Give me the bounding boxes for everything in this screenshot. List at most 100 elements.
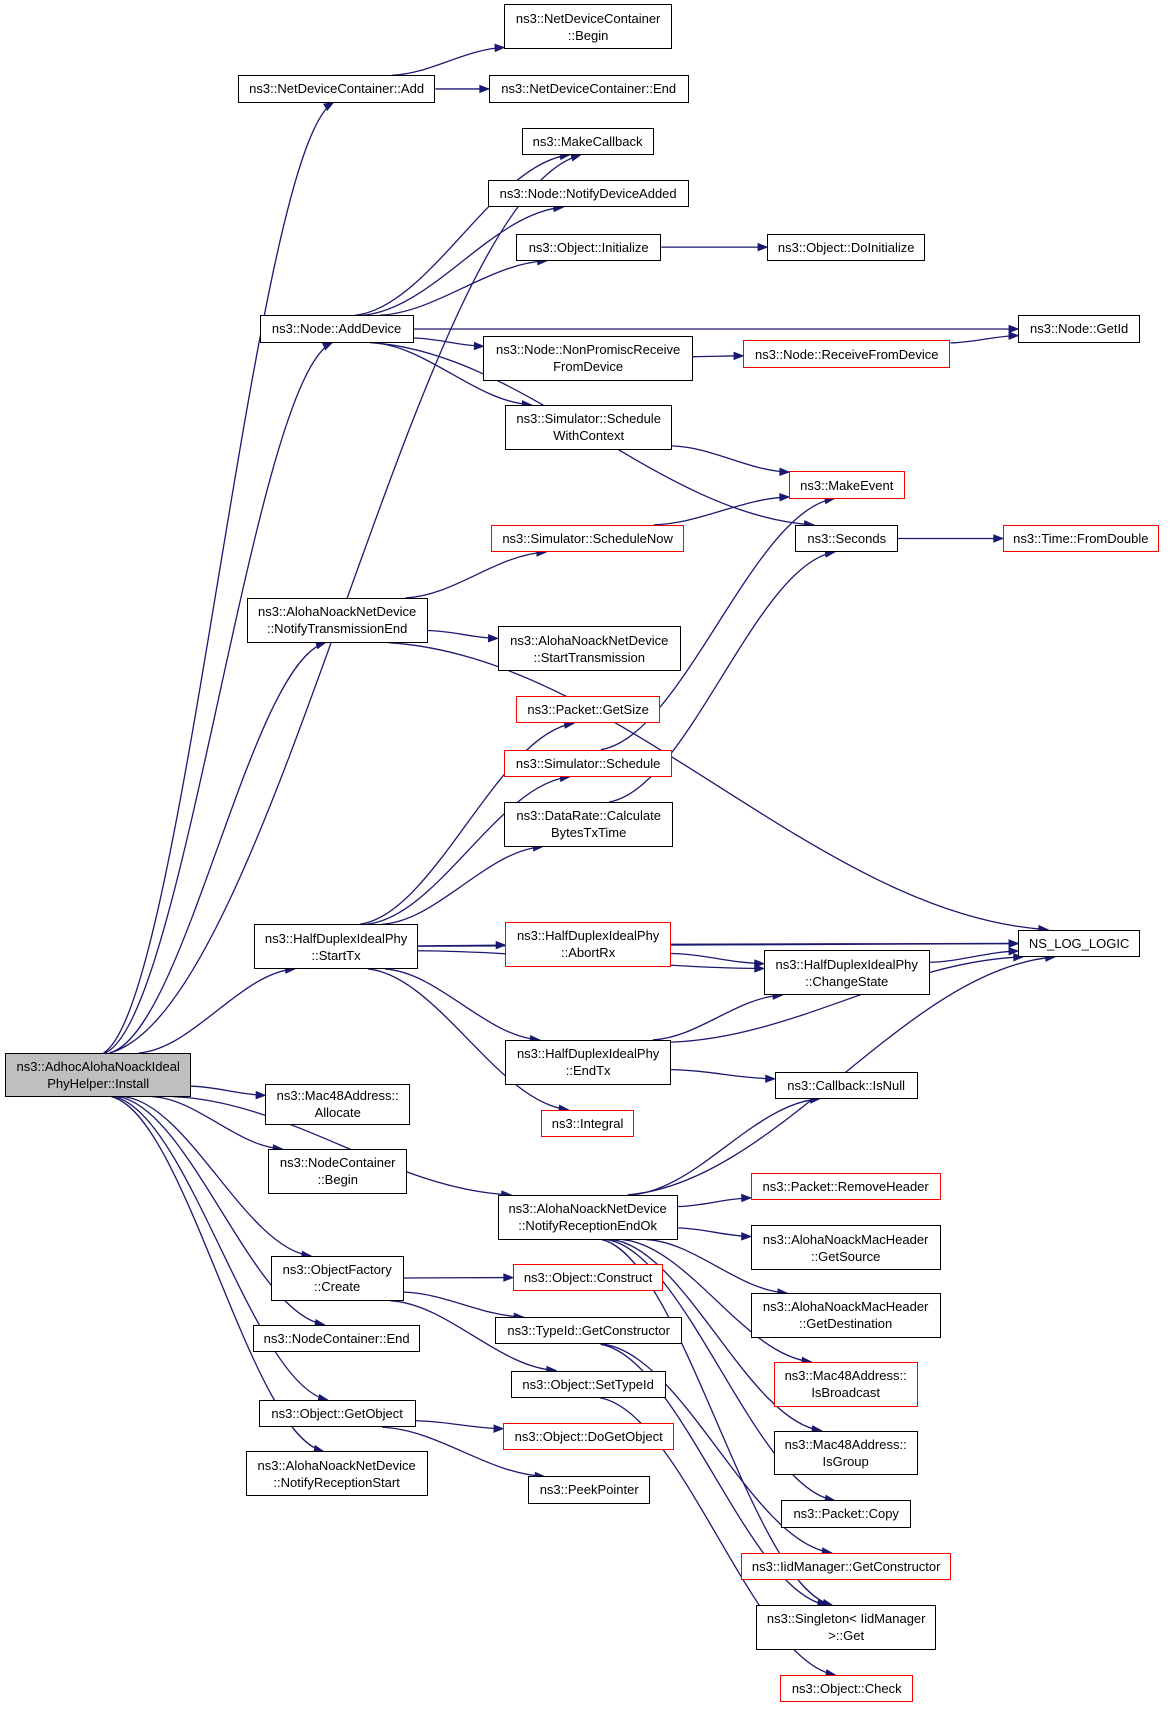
edge-starttx-to-getsize [359,722,574,925]
arrowhead-notifytxend-to-starttrans [488,633,499,643]
node-nslog[interactable]: NS_LOG_LOGIC [1018,929,1141,957]
node-objdoinit[interactable]: ns3::Object::DoInitialize [767,233,926,261]
node-ndcbegin[interactable]: ns3::NetDeviceContainer ::Begin [504,4,673,50]
node-objinit[interactable]: ns3::Object::Initialize [516,233,662,261]
edge-notifyrxok-to-singleton [601,1238,833,1606]
arrowhead-endtx-to-isnull [765,1074,777,1083]
edge-adddevice-to-objinit [378,260,547,316]
node-ofcreate[interactable]: ns3::ObjectFactory ::Create [270,1255,404,1301]
edge-starttx-to-simsched [366,776,570,925]
edge-adddevice-to-nonpromisc [413,337,484,347]
node-isgroup[interactable]: ns3::Mac48Address:: IsGroup [773,1430,918,1476]
arrowhead-nonpromisc-to-recvfromdev [733,351,745,361]
node-abortrx[interactable]: ns3::HalfDuplexIdealPhy ::AbortRx [505,922,672,967]
node-recvfromdev[interactable]: ns3::Node::ReceiveFromDevice [743,340,951,368]
node-simsched[interactable]: ns3::Simulator::Schedule [504,749,673,777]
node-dogetobject[interactable]: ns3::Object::DoGetObject [503,1422,675,1451]
arrowhead-notifyrxok-to-getsource [741,1232,753,1241]
edge-root-to-ncbegin [152,1095,283,1150]
arrowhead-ndcadd-to-ndcbegin [494,43,506,53]
node-datarate[interactable]: ns3::DataRate::Calculate BytesTxTime [504,802,674,847]
node-getsize[interactable]: ns3::Packet::GetSize [516,696,661,724]
node-fromdouble[interactable]: ns3::Time::FromDouble [1002,524,1159,553]
edge-typeidgetctor-to-singleton [600,1343,827,1606]
node-starttx[interactable]: ns3::HalfDuplexIdealPhy ::StartTx [254,924,418,969]
edge-starttx-to-abortrx [417,944,506,947]
node-singleton[interactable]: ns3::Singleton< IidManager >::Get [756,1605,937,1650]
node-ndcend[interactable]: ns3::NetDeviceContainer::End [488,75,689,103]
node-endtx[interactable]: ns3::HalfDuplexIdealPhy ::EndTx [505,1039,672,1085]
node-pktcopy[interactable]: ns3::Packet::Copy [781,1500,912,1528]
arrowhead-root-to-notifytxend [315,641,327,650]
edge-adddevice-to-schedctx [371,341,532,406]
arrowhead-root-to-macalloc [255,1090,267,1100]
edge-root-to-notifytxend [109,642,326,1054]
edge-schednow-to-makeevent [653,496,789,526]
node-makecb[interactable]: ns3::MakeCallback [521,127,654,155]
node-schednow[interactable]: ns3::Simulator::ScheduleNow [491,524,685,553]
node-isnull[interactable]: ns3::Callback::IsNull [774,1071,918,1099]
edge-typeidgetctor-to-iidgetctor [603,1343,832,1554]
node-notifydev[interactable]: ns3::Node::NotifyDeviceAdded [487,180,689,208]
node-changestate[interactable]: ns3::HalfDuplexIdealPhy ::ChangeState [763,950,930,996]
edge-root-to-getobject [113,1095,328,1401]
edge-notifyrxok-to-getsource [677,1227,751,1238]
node-notifyrxok[interactable]: ns3::AlohaNoackNetDevice ::NotifyRecepti… [497,1194,678,1240]
edge-changestate-to-nslog [929,950,1019,963]
edge-schedctx-to-makeevent [672,445,789,473]
node-ncbegin[interactable]: ns3::NodeContainer ::Begin [268,1148,407,1194]
arrowhead-adddevice-to-getid [1008,324,1020,334]
node-getsource[interactable]: ns3::AlohaNoackMacHeader ::GetSource [750,1225,941,1271]
arrowhead-root-to-makecb [570,153,582,162]
edge-notifyrxok-to-isnull [631,1098,820,1196]
node-seconds[interactable]: ns3::Seconds [795,524,899,553]
node-getid[interactable]: ns3::Node::GetId [1018,315,1141,343]
edge-root-to-notifyrxstart [111,1095,324,1452]
node-adddevice[interactable]: ns3::Node::AddDevice [259,315,414,343]
node-ncend[interactable]: ns3::NodeContainer::End [253,1324,421,1352]
node-settypeid[interactable]: ns3::Object::SetTypeId [510,1370,666,1398]
edge-notifyrxok-to-getdest [646,1238,787,1294]
edge-getobject-to-peekptr [382,1426,545,1477]
edge-notifyrxok-to-isbroadcast [622,1238,812,1363]
node-iidgetctor[interactable]: ns3::IidManager::GetConstructor [740,1552,952,1580]
edge-datarate-to-seconds [608,551,835,803]
node-schedctx[interactable]: ns3::Simulator::Schedule WithContext [505,404,673,450]
node-notifyrxstart[interactable]: ns3::AlohaNoackNetDevice ::NotifyRecepti… [245,1451,428,1496]
node-removehdr[interactable]: ns3::Packet::RemoveHeader [750,1173,941,1201]
arrowhead-schednow-to-makeevent [779,493,791,502]
edge-simsched-to-makeevent [600,498,835,751]
edge-notifytxend-to-nslog [388,642,1048,931]
node-typeidgetctor[interactable]: ns3::TypeId::GetConstructor [495,1317,682,1345]
arrowhead-seconds-to-fromdouble [993,534,1005,543]
edge-adddevice-to-notifydev [361,206,563,316]
node-peekptr[interactable]: ns3::PeekPointer [528,1476,651,1504]
edge-starttx-to-endtx [384,968,540,1041]
node-makeevent[interactable]: ns3::MakeEvent [788,471,905,499]
edge-root-to-ncend [117,1095,325,1326]
node-macalloc[interactable]: ns3::Mac48Address:: Allocate [265,1083,411,1125]
edge-root-to-adddevice [104,342,333,1054]
node-nonpromisc[interactable]: ns3::Node::NonPromiscReceive FromDevice [483,336,693,381]
arrowhead-root-to-ndcadd [322,101,335,112]
node-getobject[interactable]: ns3::Object::GetObject [258,1399,416,1428]
node-ndcadd[interactable]: ns3::NetDeviceContainer::Add [237,75,436,103]
edge-notifyrxok-to-pktcopy [606,1238,835,1501]
edge-ofcreate-to-settypeid [390,1300,556,1372]
node-starttrans[interactable]: ns3::AlohaNoackNetDevice ::StartTransmis… [497,626,681,672]
arrowhead-abortrx-to-changestate [754,959,766,968]
edge-starttx-to-datarate [382,846,543,925]
node-objcheck[interactable]: ns3::Object::Check [780,1674,914,1703]
arrowhead-ofcreate-to-objconstruct [503,1273,515,1282]
arrowhead-schedctx-to-makeevent [779,467,791,476]
node-getdest[interactable]: ns3::AlohaNoackMacHeader ::GetDestinatio… [750,1293,941,1338]
node-notifytxend[interactable]: ns3::AlohaNoackNetDevice ::NotifyTransmi… [246,597,428,643]
edge-endtx-to-isnull [671,1068,775,1080]
node-isbroadcast[interactable]: ns3::Mac48Address:: IsBroadcast [773,1361,918,1407]
edge-recvfromdev-to-getid [950,334,1019,344]
node-integral[interactable]: ns3::Integral [541,1109,634,1137]
edge-endtx-to-changestate [652,994,783,1041]
node-objconstruct[interactable]: ns3::Object::Construct [512,1263,664,1291]
node-root[interactable]: ns3::AdhocAlohaNoackIdeal PhyHelper::Ins… [5,1052,191,1097]
edge-root-to-starttx [138,968,295,1054]
